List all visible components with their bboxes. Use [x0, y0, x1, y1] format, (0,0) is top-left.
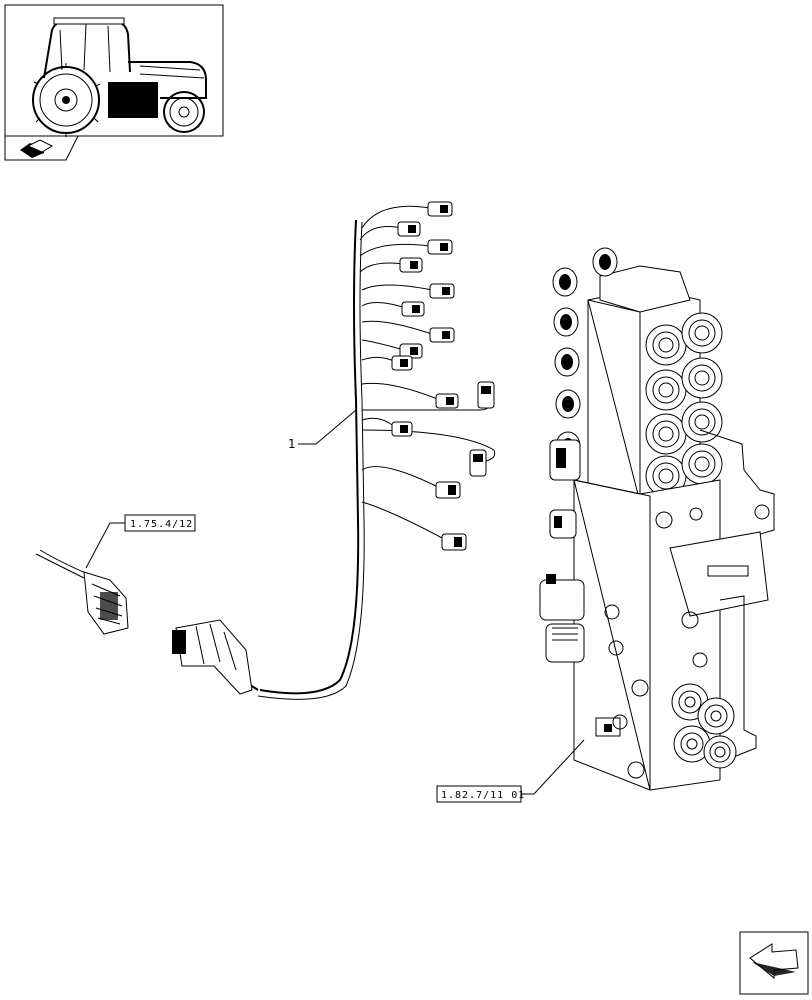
coupler-6	[681, 401, 723, 443]
connector-14	[435, 481, 461, 499]
connector-4	[399, 257, 423, 273]
part-number-leader	[298, 409, 357, 445]
connector-2	[397, 221, 421, 237]
coupler-12	[703, 735, 737, 769]
connector-6	[401, 301, 425, 317]
coupler-3	[645, 369, 687, 411]
connector-13	[469, 449, 487, 477]
coupler-5	[645, 413, 687, 455]
solenoid-lower-2	[545, 623, 585, 663]
wiring-harness	[172, 201, 496, 700]
solenoid-upper-3	[553, 307, 579, 337]
connector-10	[435, 393, 459, 409]
joystick-connector	[35, 549, 129, 635]
solenoid-lower-1	[539, 574, 585, 621]
part-number-label: 1	[288, 437, 296, 451]
coupler-2	[681, 312, 723, 354]
joystick-ref-callout: 1.75.4/12	[85, 514, 196, 569]
next-page-arrow-icon[interactable]	[739, 931, 809, 995]
connector-12	[391, 421, 413, 437]
coupler-10	[697, 697, 735, 735]
connector-15	[441, 533, 467, 551]
solenoid-upper-2	[592, 247, 618, 277]
tractor-thumbnail	[4, 4, 224, 161]
connector-1	[427, 201, 453, 217]
connector-5	[429, 283, 455, 299]
connector-9	[391, 355, 413, 371]
solenoid-upper-1	[552, 267, 578, 297]
joystick-ref-label: 1.75.4/12	[130, 519, 193, 530]
coupler-11	[673, 725, 711, 763]
tractor-icon	[32, 17, 207, 137]
coupler-8	[681, 443, 723, 485]
connector-7	[429, 327, 455, 343]
coupler-4	[681, 357, 723, 399]
solenoid-lower-4	[549, 509, 577, 539]
valve-block-ref-callout: 1.82.7/11 01	[436, 739, 585, 803]
connector-3	[427, 239, 453, 255]
coupler-1	[645, 324, 687, 366]
solenoid-upper-5	[555, 389, 581, 419]
solenoid-lower-3	[549, 439, 581, 481]
valve-block	[539, 247, 775, 791]
solenoid-upper-4	[554, 347, 580, 377]
valve-block-ref-label: 1.82.7/11 01	[441, 790, 525, 801]
book-icon	[20, 139, 54, 158]
connector-11	[477, 381, 495, 409]
main-connector	[172, 619, 259, 695]
